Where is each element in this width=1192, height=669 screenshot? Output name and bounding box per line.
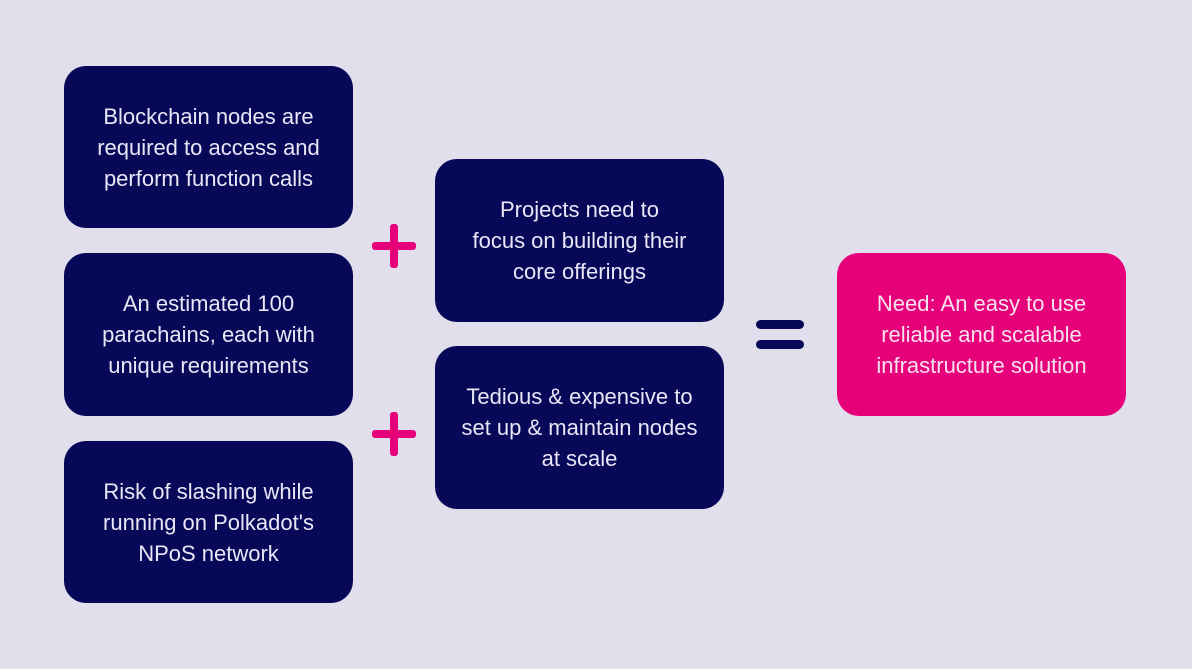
box-text-line: Blockchain nodes are bbox=[103, 103, 314, 129]
box-parachains: An estimated 100 parachains, each with u… bbox=[64, 253, 353, 416]
box-text-line: at scale bbox=[541, 446, 618, 471]
box-text-line: NPoS network bbox=[138, 540, 279, 566]
box-text-line: perform function calls bbox=[103, 165, 314, 191]
box-text-line: Projects need to bbox=[500, 197, 659, 222]
box-blockchain-nodes: Blockchain nodes are required to access … bbox=[64, 66, 353, 228]
box-text-line: unique requirements bbox=[108, 353, 309, 378]
box-text-line: core offerings bbox=[513, 259, 646, 284]
box-text-line: reliable and scalable bbox=[881, 322, 1082, 347]
box-text-line: Need: An easy to use bbox=[876, 291, 1087, 316]
box-tedious-expensive: Tedious & expensive to set up & maintain… bbox=[435, 346, 724, 509]
box-text-line: Tedious & expensive to bbox=[466, 384, 693, 409]
box-text-line: set up & maintain nodes bbox=[461, 415, 698, 440]
box-text-line: running on Polkadot's bbox=[103, 509, 314, 535]
box-need-solution: Need: An easy to use reliable and scalab… bbox=[837, 253, 1126, 416]
box-text-line: An estimated 100 bbox=[122, 291, 295, 316]
box-slashing-risk: Risk of slashing while running on Polkad… bbox=[64, 441, 353, 603]
box-text-line: infrastructure solution bbox=[876, 353, 1087, 378]
plus-icon bbox=[372, 412, 416, 456]
plus-icon bbox=[372, 224, 416, 268]
box-core-offerings: Projects need to focus on building their… bbox=[435, 159, 724, 322]
box-text-line: required to access and bbox=[97, 134, 320, 160]
equals-icon bbox=[756, 320, 804, 350]
box-text-line: parachains, each with bbox=[102, 322, 315, 347]
box-text-line: Risk of slashing while bbox=[103, 478, 314, 504]
box-text-line: focus on building their bbox=[472, 228, 687, 253]
